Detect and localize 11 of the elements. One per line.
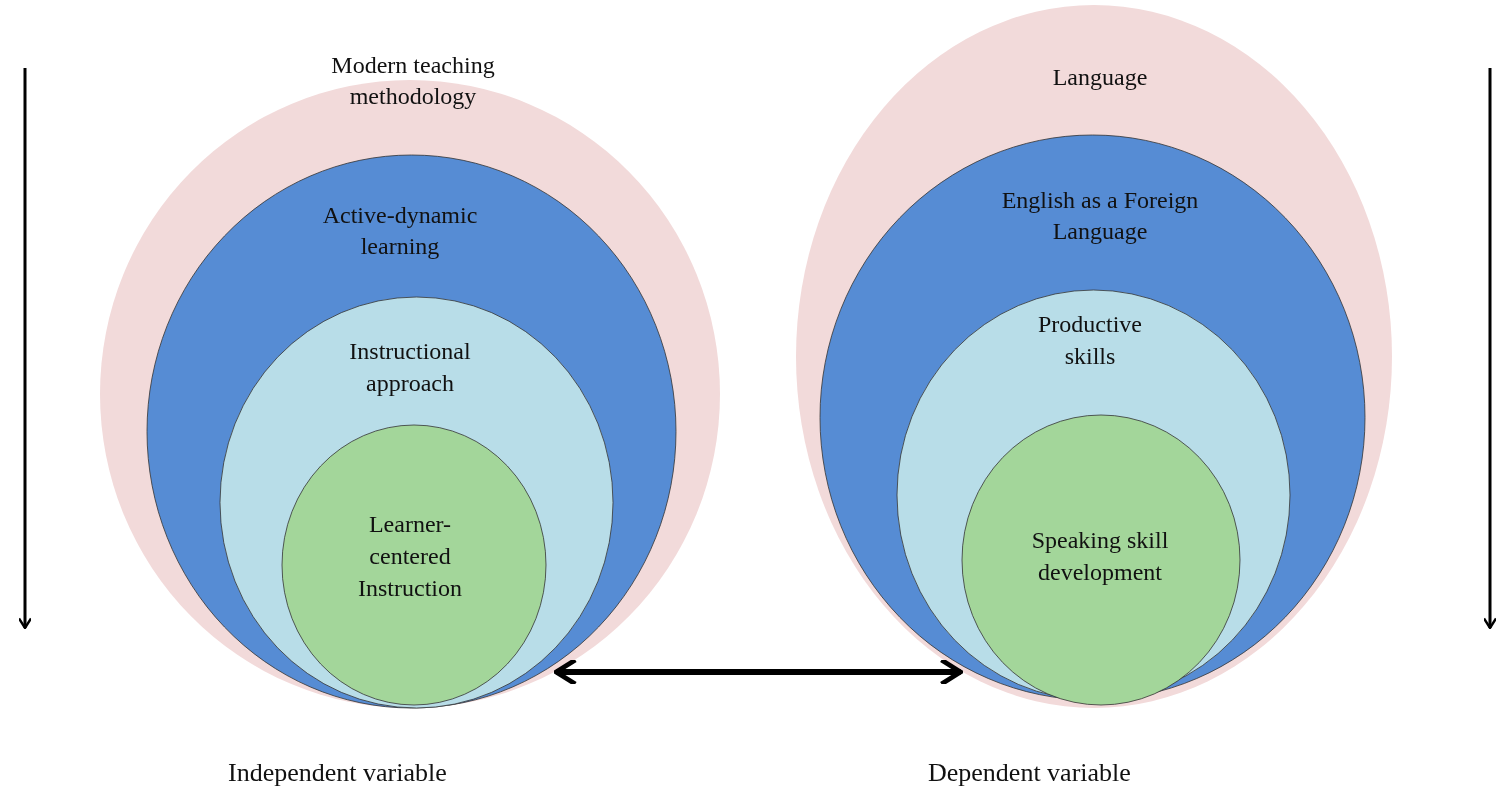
ellipse-label: Instructional approach	[348, 337, 472, 398]
double-arrow	[553, 657, 964, 687]
ellipse-label: Language	[1051, 63, 1149, 92]
ellipse-label: Speaking skill development	[1030, 526, 1170, 587]
ellipse-label: Productive skills	[1037, 310, 1143, 371]
ellipse-label: Learner-centered Instruction	[357, 510, 463, 603]
node-label: Dependent variable	[928, 758, 1131, 788]
node-label: Independent variable	[228, 758, 447, 788]
ellipse-label: Modern teaching methodology	[330, 51, 496, 111]
ellipse-label: Active-dynamic learning	[321, 201, 479, 261]
ellipse-label: English as a Foreign Language	[1000, 186, 1200, 246]
